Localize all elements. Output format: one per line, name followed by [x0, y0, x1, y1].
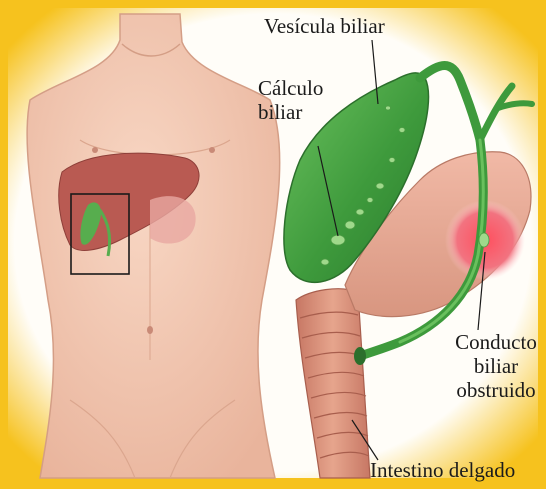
nipple-left [92, 147, 98, 153]
label-calculo-line1: Cálculo [258, 76, 354, 100]
duct-stone [479, 233, 489, 247]
label-calculo-biliar: Cálculo biliar [258, 76, 354, 124]
label-conducto-line1: Conducto [446, 330, 546, 354]
label-vesicula-biliar: Vesícula biliar [264, 14, 385, 38]
label-conducto-line2: biliar [446, 354, 546, 378]
label-calculo-line2: biliar [258, 100, 354, 124]
duct-opening [354, 347, 366, 365]
label-conducto-line3: obstruido [446, 378, 546, 402]
label-intestino-delgado: Intestino delgado [370, 458, 546, 482]
label-conducto-biliar-obstruido: Conducto biliar obstruido [446, 330, 546, 402]
navel [147, 326, 153, 334]
nipple-right [209, 147, 215, 153]
